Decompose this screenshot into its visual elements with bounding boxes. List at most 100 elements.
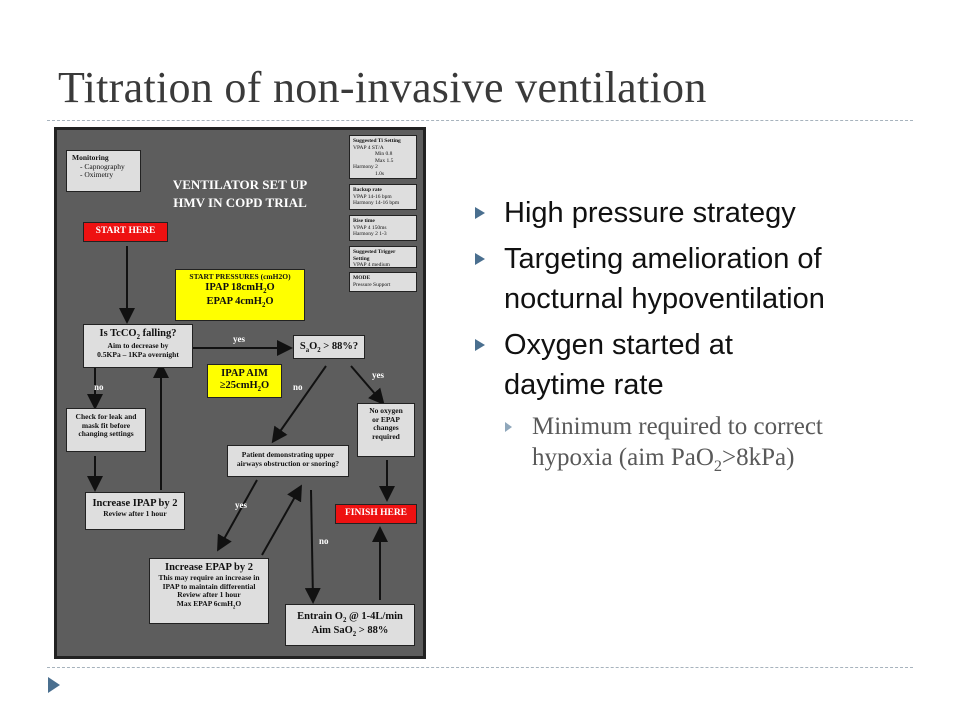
ti-setting-panel: Suggested Ti Setting VPAP 4 ST/A Min 0.8… [349, 135, 417, 179]
monitoring-box: Monitoring - Capnography - Oximetry [66, 150, 141, 192]
increase-epap-line: This may require an increase in [158, 573, 260, 583]
yes-label: yes [233, 334, 245, 344]
obstruction-line: Patient demonstrating upper [241, 450, 335, 459]
bullet-list: High pressure strategy Targeting amelior… [474, 193, 914, 482]
bullet-text: daytime rate [504, 369, 664, 401]
increase-ipap-head: Increase IPAP by 2 [92, 498, 178, 509]
ipap-unit: O [266, 281, 275, 293]
check-leak-line: changing settings [78, 429, 134, 439]
panel-line: Harmony 2 1-3 [353, 231, 387, 238]
entrain-line: Entrain O2 @ 1-4L/min [286, 611, 414, 625]
ipap-aim-value: ≥25cmH2O [208, 380, 281, 394]
sao2-text: > 88%? [320, 341, 359, 352]
top-divider [47, 120, 913, 121]
no-oxygen-line: No oxygen [369, 406, 403, 415]
aim-sao2-line: Aim SaO2 > 88% [286, 625, 414, 639]
ipap-aim-unit: O [261, 380, 270, 392]
subscript: 2 [342, 617, 347, 625]
max-epap-unit: O [235, 598, 242, 608]
triangle-right-icon [48, 677, 60, 693]
sub-bullet-part: hypoxia (aim PaO [532, 444, 714, 471]
flowchart-title-line: VENTILATOR SET UP [172, 177, 308, 192]
check-leak-box: Check for leak and mask fit before chang… [66, 408, 146, 452]
yes-label: yes [372, 370, 384, 380]
panel-line: VPAP 4 medium [353, 262, 390, 269]
increase-epap-line: Review after 1 hour [177, 590, 241, 600]
trigger-setting-panel: Suggested Trigger Setting VPAP 4 medium [349, 246, 417, 268]
tcco2-aim: Aim to decrease by [107, 340, 169, 350]
no-oxygen-line: or EPAP [372, 414, 400, 424]
tcco2-decision-box: Is TcCO2 falling? Aim to decrease by 0.5… [83, 324, 193, 368]
rise-time-panel: Rise time VPAP 4 150ms Harmony 2 1-3 [349, 215, 417, 241]
sao2-question: SaO2 > 88%? [294, 341, 364, 355]
no-oxygen-line: required [372, 431, 400, 441]
bottom-divider [47, 667, 913, 668]
panel-line: Min 0.8 [375, 151, 393, 158]
triangle-right-icon [505, 422, 512, 432]
panel-head: Rise time [353, 218, 375, 224]
no-oxygen-line: changes [373, 423, 399, 433]
entrain-text: @ 1-4L/min [346, 611, 403, 622]
backup-rate-panel: Backup rate VPAP 14-16 bpm Harmony 14-16… [349, 184, 417, 210]
start-pressures-box: START PRESSURES (cmH2O) IPAP 18cmH2O EPA… [175, 269, 305, 321]
flowchart-image: Monitoring - Capnography - Oximetry VENT… [54, 127, 426, 659]
subscript: 2 [317, 347, 321, 355]
bullet-item: Oxygen started at daytime rate [474, 325, 914, 405]
ipap-aim-text: ≥25cmH [219, 380, 258, 392]
increase-epap-line: IPAP to maintain differential [162, 581, 256, 591]
epap-text: EPAP 4cmH [206, 295, 262, 307]
subscript: 2 [136, 334, 140, 342]
increase-epap-head: Increase EPAP by 2 [165, 562, 253, 573]
bullet-item: Targeting amelioration of nocturnal hypo… [474, 239, 914, 319]
no-label: no [94, 382, 104, 392]
ipap-text: IPAP 18cmH [205, 281, 264, 293]
max-epap: Max EPAP 6cmH2O [150, 598, 268, 611]
subscript: 2 [263, 287, 267, 295]
finish-here-box: FINISH HERE [335, 504, 417, 524]
tcco2-text: Is TcCO [99, 328, 137, 339]
increase-ipap-sub: Review after 1 hour [103, 509, 167, 519]
monitoring-item: - Capnography [80, 161, 125, 171]
sao2-text: O [309, 341, 318, 352]
bullet-item: High pressure strategy [474, 193, 914, 233]
subscript: a [305, 347, 310, 355]
sub-bullet-text: hypoxia (aim PaO2>8kPa) [532, 442, 914, 482]
sao2-text: S [299, 341, 306, 352]
aim-sao2-text: > 88% [356, 624, 389, 636]
aim-sao2-text: Aim SaO [311, 624, 353, 636]
no-oxygen-box: No oxygen or EPAP changes required [357, 403, 415, 457]
panel-line: Max 1.5 [375, 157, 394, 164]
triangle-right-icon [475, 339, 485, 351]
panel-head: Suggested Ti Setting [353, 138, 401, 144]
subscript: 2 [713, 457, 723, 475]
panel-head: Backup rate [353, 187, 382, 193]
ipap-aim-head: IPAP AIM [221, 368, 268, 379]
sao2-decision-box: SaO2 > 88%? [293, 335, 365, 359]
flowchart-title: VENTILATOR SET UP HMV IN COPD TRIAL [155, 176, 325, 211]
obstruction-decision-box: Patient demonstrating upper airways obst… [227, 445, 349, 477]
subscript: 2 [352, 631, 357, 639]
monitoring-item: - Oximetry [80, 170, 114, 180]
panel-head: MODE [353, 275, 371, 281]
check-leak-line: Check for leak and [75, 412, 137, 421]
panel-head: Suggested Trigger Setting [353, 249, 396, 262]
start-pressures-head: START PRESSURES (cmH2O) [189, 272, 291, 281]
no-label: no [293, 382, 303, 392]
bullet-text: Oxygen started at [504, 329, 733, 361]
panel-line: VPAP 4 150ms [353, 224, 387, 231]
ipap-aim-box: IPAP AIM ≥25cmH2O [207, 364, 282, 398]
check-leak-line: mask fit before [81, 420, 131, 430]
panel-line: Pressure Support [353, 281, 391, 288]
monitoring-head: Monitoring [72, 153, 109, 162]
subscript: 2 [261, 301, 266, 309]
sub-bullet-part: >8kPa) [722, 444, 795, 471]
bullet-text: Targeting amelioration of [504, 243, 822, 275]
increase-epap-box: Increase EPAP by 2 This may require an i… [149, 558, 269, 624]
ipap-pressure: IPAP 18cmH2O [176, 282, 304, 296]
mode-panel: MODE Pressure Support [349, 272, 417, 292]
flowchart-title-line: HMV IN COPD TRIAL [173, 194, 307, 210]
panel-line: VPAP 4 ST/A [353, 144, 384, 151]
subscript: 2 [257, 386, 262, 394]
entrain-oxygen-box: Entrain O2 @ 1-4L/min Aim SaO2 > 88% [285, 604, 415, 646]
tcco2-question: Is TcCO2 falling? [84, 328, 192, 342]
